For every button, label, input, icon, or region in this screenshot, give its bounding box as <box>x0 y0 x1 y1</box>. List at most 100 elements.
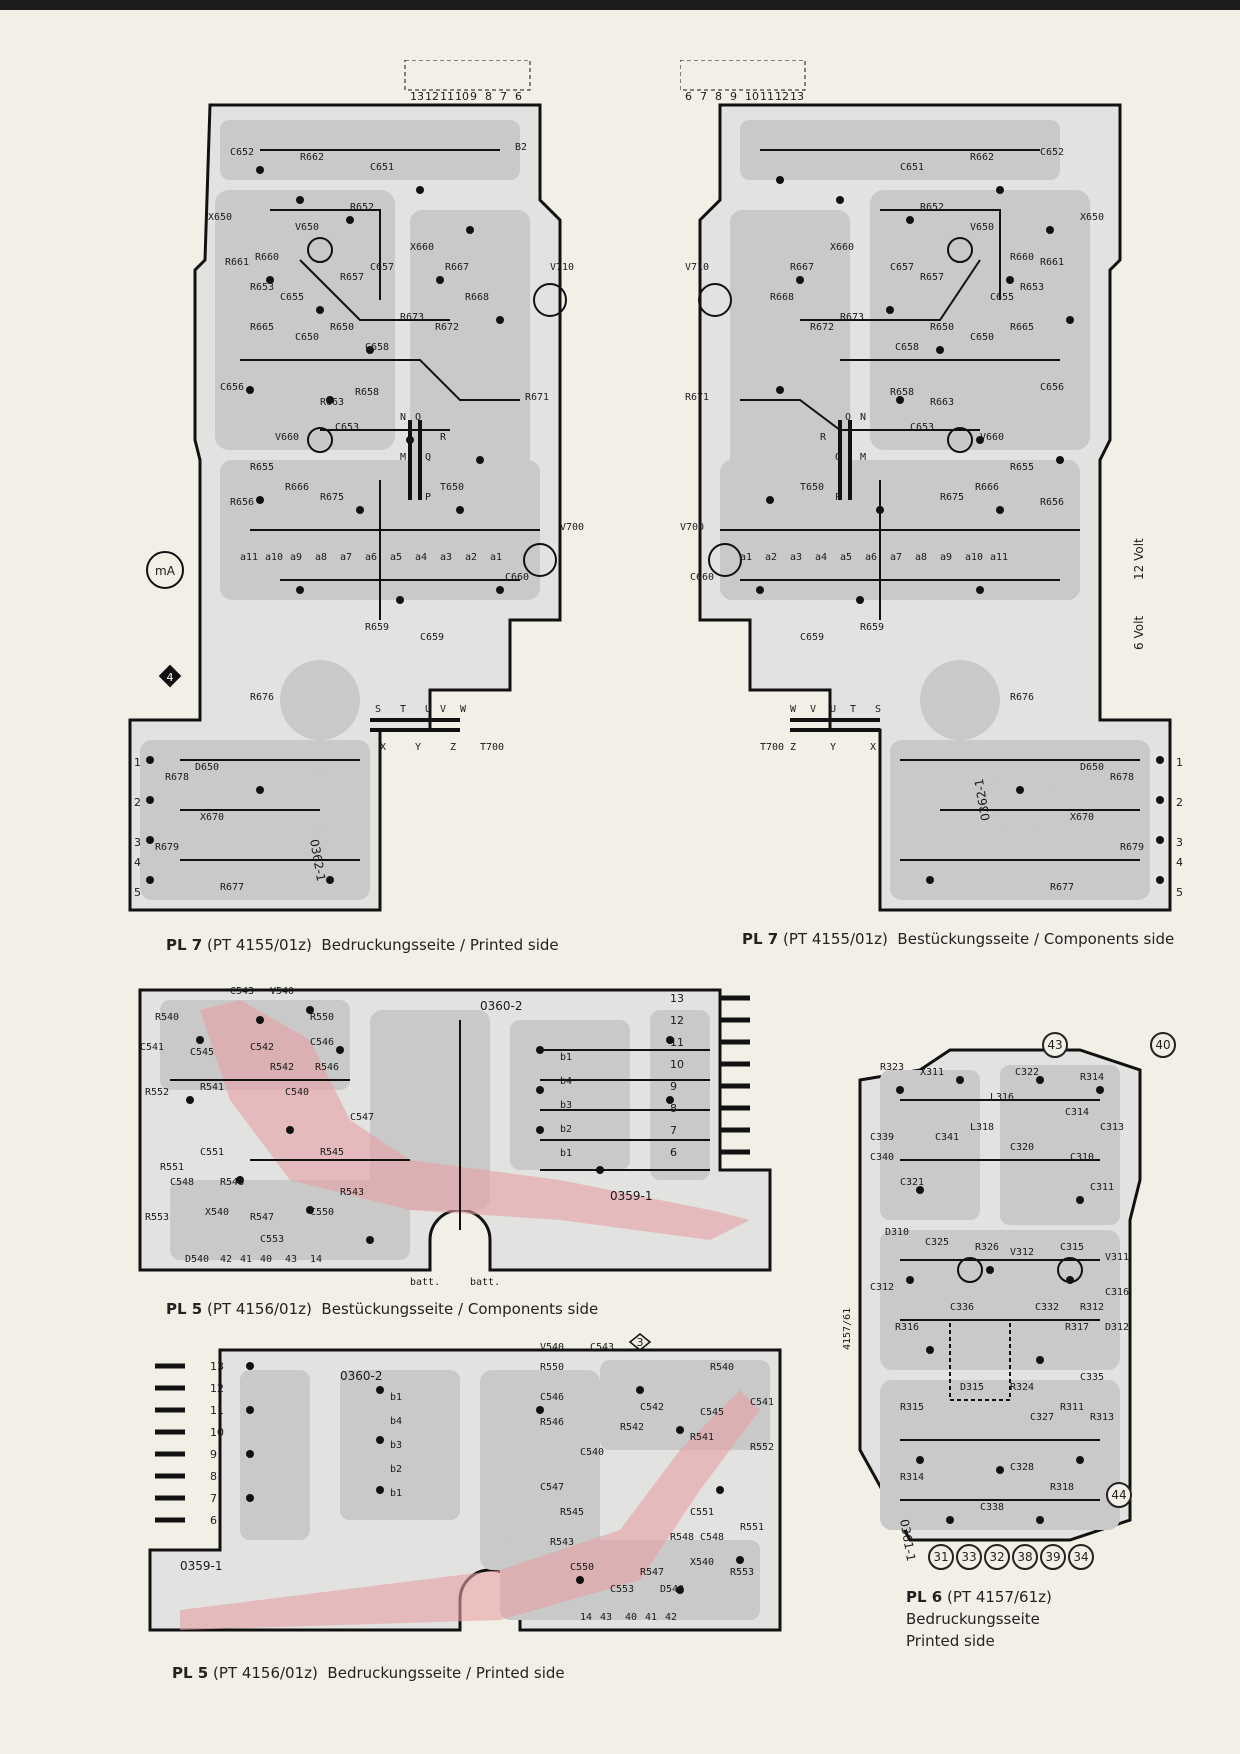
pl7-printed-svg: 13 12 11 10 9 8 7 6 1 2 3 4 5 a11 a10 a9… <box>128 60 584 912</box>
svg-text:R552: R552 <box>750 1442 774 1453</box>
svg-text:V700: V700 <box>560 522 584 533</box>
pl7c-solder-points <box>756 176 1164 884</box>
svg-text:R666: R666 <box>285 482 309 493</box>
svg-text:C553: C553 <box>610 1584 634 1595</box>
svg-text:R653: R653 <box>1020 282 1044 293</box>
svg-text:C541: C541 <box>750 1397 774 1408</box>
svg-text:C338: C338 <box>980 1502 1004 1513</box>
svg-text:8: 8 <box>485 90 492 103</box>
svg-text:N: N <box>400 412 406 423</box>
svg-text:L318: L318 <box>970 1122 994 1133</box>
svg-text:R655: R655 <box>1010 462 1034 473</box>
pl5p-edge-connector <box>155 1363 185 1523</box>
svg-text:10: 10 <box>455 90 469 103</box>
svg-text:C660: C660 <box>505 572 529 583</box>
pl6-transistors <box>957 1257 1083 1283</box>
svg-text:V660: V660 <box>275 432 299 443</box>
pl7-marker-4: 4 <box>158 664 182 688</box>
svg-text:11: 11 <box>670 1036 684 1049</box>
svg-text:C540: C540 <box>285 1087 309 1098</box>
pl5p-solder-points <box>246 1362 744 1594</box>
pl5p-edge-pin-labels: 13 12 11 10 9 8 7 6 <box>210 1360 224 1527</box>
svg-text:R668: R668 <box>465 292 489 303</box>
pl7-transistors <box>146 237 567 589</box>
svg-text:a3: a3 <box>790 552 802 563</box>
svg-text:V710: V710 <box>685 262 709 273</box>
svg-text:R675: R675 <box>320 492 344 503</box>
svg-text:D540: D540 <box>185 1254 209 1265</box>
svg-text:12: 12 <box>210 1382 224 1395</box>
pl7c-terminal-labels: N O M Q R P <box>820 412 866 503</box>
svg-text:R678: R678 <box>165 772 189 783</box>
svg-text:R316: R316 <box>895 1322 919 1333</box>
svg-text:a6: a6 <box>365 552 377 563</box>
svg-text:C546: C546 <box>310 1037 334 1048</box>
svg-text:W: W <box>790 704 797 715</box>
svg-text:b1: b1 <box>560 1052 572 1063</box>
pl7c-transistors <box>698 237 973 577</box>
pl5p-bottom-pin-labels: 14 43 40 41 42 <box>580 1612 677 1623</box>
svg-text:a5: a5 <box>840 552 852 563</box>
svg-text:C651: C651 <box>900 162 924 173</box>
svg-text:C328: C328 <box>1010 1462 1034 1473</box>
svg-text:R650: R650 <box>330 322 354 333</box>
svg-text:V710: V710 <box>550 262 574 273</box>
svg-text:V312: V312 <box>1010 1247 1034 1258</box>
svg-text:P: P <box>835 492 841 503</box>
svg-text:R541: R541 <box>200 1082 224 1093</box>
svg-text:a8: a8 <box>315 552 327 563</box>
svg-text:C311: C311 <box>1090 1182 1114 1193</box>
svg-text:P: P <box>425 492 431 503</box>
svg-text:R542: R542 <box>620 1422 644 1433</box>
svg-text:R652: R652 <box>350 202 374 213</box>
svg-text:R550: R550 <box>540 1362 564 1373</box>
svg-text:C313: C313 <box>1100 1122 1124 1133</box>
svg-text:7: 7 <box>700 90 707 103</box>
svg-text:R326: R326 <box>975 1242 999 1253</box>
svg-text:R677: R677 <box>1050 882 1074 893</box>
svg-text:V540: V540 <box>540 1342 564 1353</box>
svg-text:R540: R540 <box>710 1362 734 1373</box>
svg-text:D650: D650 <box>1080 762 1104 773</box>
pl7-transformer-pin-labels: S T U V W X Y Z <box>375 704 467 753</box>
svg-text:R653: R653 <box>250 282 274 293</box>
svg-text:V540: V540 <box>270 986 294 997</box>
pl5p-red-traces <box>180 1390 760 1630</box>
svg-text:R545: R545 <box>320 1147 344 1158</box>
svg-text:C312: C312 <box>870 1282 894 1293</box>
svg-text:X670: X670 <box>200 812 224 823</box>
svg-text:C545: C545 <box>190 1047 214 1058</box>
svg-text:R663: R663 <box>930 397 954 408</box>
pl5-components-svg: 13 12 11 10 9 8 7 6 b1 b4 b3 b2 b1 C543 … <box>138 986 772 1288</box>
pl6-terminal-33: 33 <box>956 1544 982 1570</box>
svg-text:12: 12 <box>775 90 789 103</box>
svg-text:a9: a9 <box>290 552 302 563</box>
svg-text:C548: C548 <box>170 1177 194 1188</box>
svg-text:Z: Z <box>790 742 796 753</box>
pl5p-switch-labels: b1 b4 b3 b2 b1 <box>390 1392 402 1499</box>
pl5c-edge-pin-labels: 13 12 11 10 9 8 7 6 <box>670 992 684 1159</box>
pl7-component-labels: C652 R662 C651 B2 X650 R661 R660 V650 R6… <box>155 142 584 893</box>
pl7-solder-points <box>146 166 504 884</box>
svg-text:R314: R314 <box>1080 1072 1104 1083</box>
svg-text:V700: V700 <box>680 522 704 533</box>
svg-text:C656: C656 <box>1040 382 1064 393</box>
pl5c-batt-label-1: batt. <box>410 1277 440 1288</box>
svg-text:R550: R550 <box>310 1012 334 1023</box>
svg-text:M: M <box>860 452 866 463</box>
pl6-printed-svg: R323 X311 C322 L316 R314 C339 C340 C341 … <box>842 1048 1142 1562</box>
svg-text:R656: R656 <box>1040 497 1064 508</box>
svg-text:R677: R677 <box>220 882 244 893</box>
svg-text:R667: R667 <box>445 262 469 273</box>
svg-text:6: 6 <box>210 1514 217 1527</box>
svg-text:5: 5 <box>134 886 141 899</box>
pl6-printed-board: R323 X311 C322 L316 R314 C339 C340 C341 … <box>840 1020 1180 1580</box>
svg-text:C545: C545 <box>700 1407 724 1418</box>
svg-text:C327: C327 <box>1030 1412 1054 1423</box>
svg-text:R543: R543 <box>550 1537 574 1548</box>
svg-text:R540: R540 <box>155 1012 179 1023</box>
svg-text:O: O <box>415 412 421 423</box>
svg-text:C315: C315 <box>1060 1242 1084 1253</box>
svg-text:R553: R553 <box>145 1212 169 1223</box>
svg-text:R655: R655 <box>250 462 274 473</box>
